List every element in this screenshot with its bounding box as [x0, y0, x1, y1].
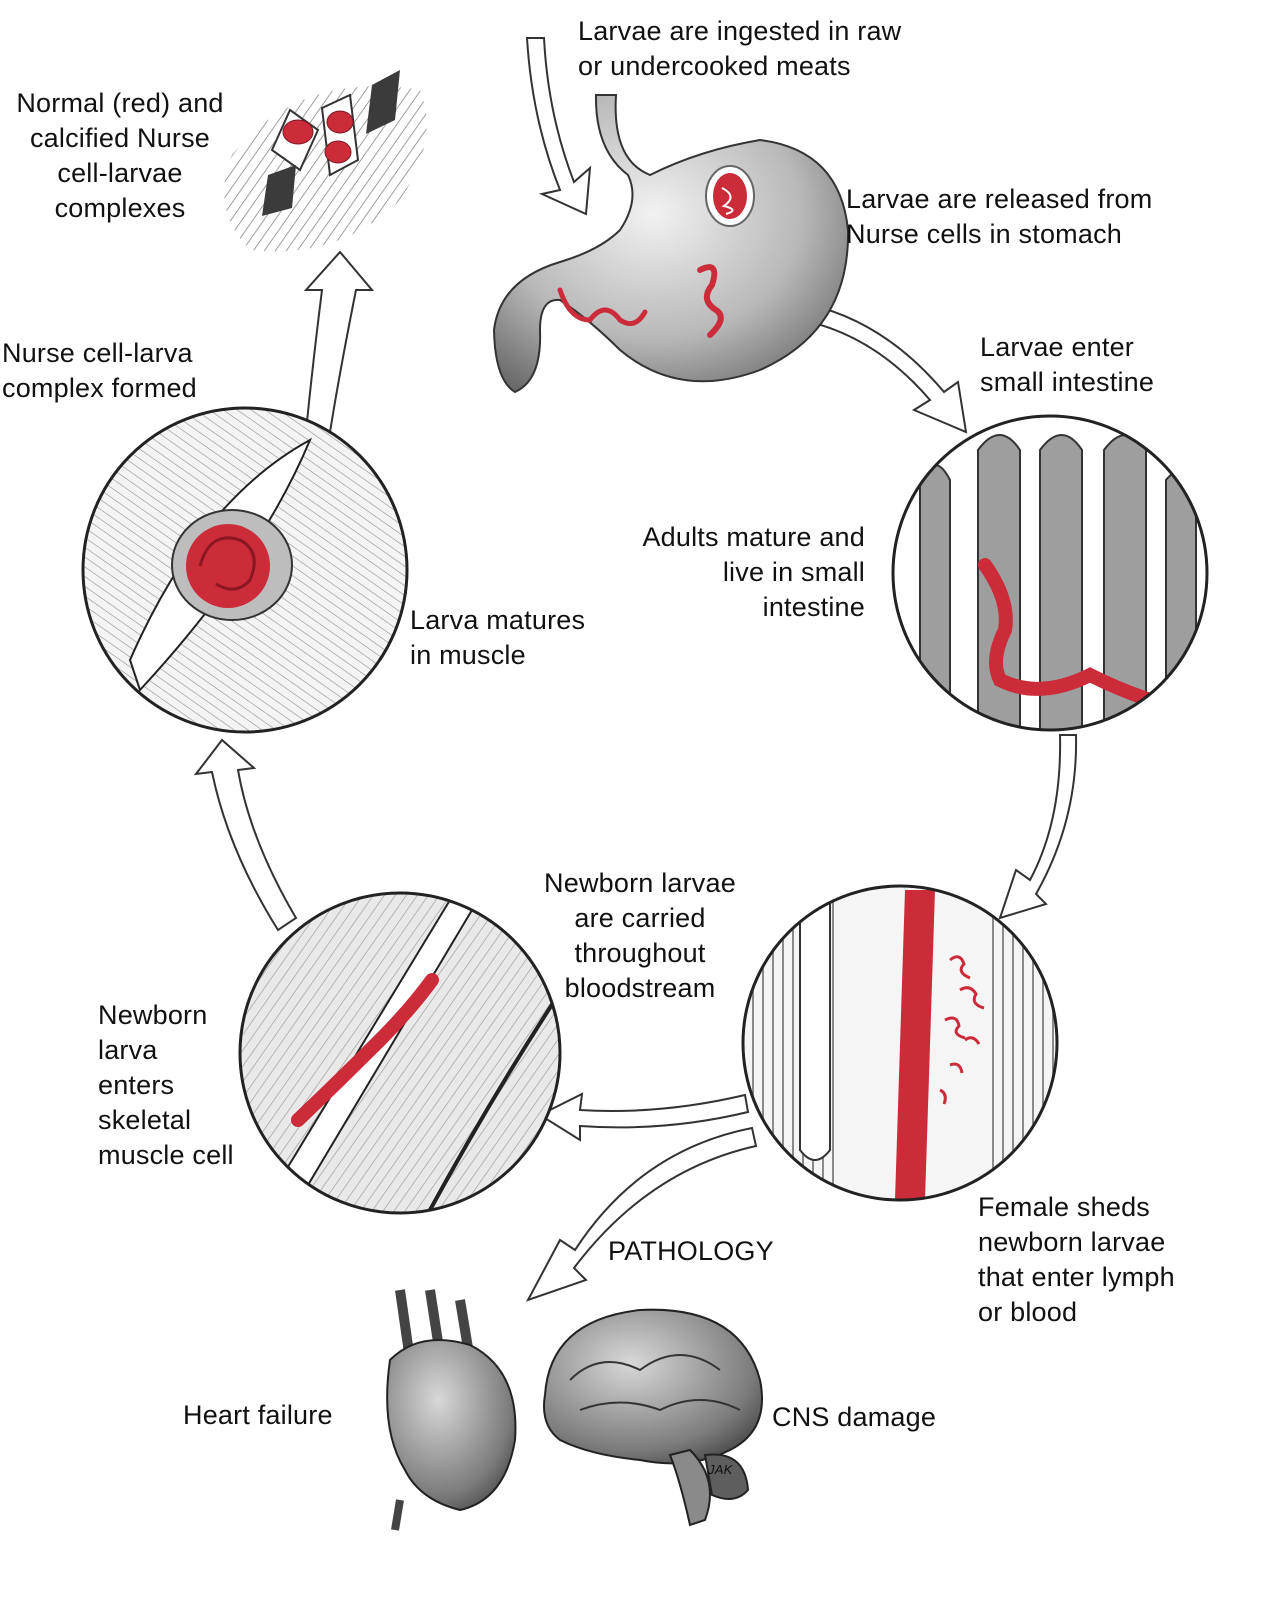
brain-illustration: [543, 1308, 763, 1527]
label-complex-formed: Nurse cell-larva complex formed: [2, 338, 197, 403]
arrow-intestine-to-female: [998, 734, 1078, 920]
label-female-sheds: Female sheds newborn larvae that enter l…: [978, 1192, 1175, 1327]
label-ingestion: Larvae are ingested in raw or undercooke…: [578, 16, 902, 81]
arrow-female-to-muscle: [537, 1092, 750, 1142]
cycle-arrows: [193, 37, 1078, 1302]
circle-small-intestine: [893, 416, 1207, 730]
label-enters-muscle: Newborn larva enters skeletal muscle cel…: [98, 1000, 234, 1170]
circle-female-sheds: [743, 886, 1057, 1200]
label-pathology: PATHOLOGY: [608, 1236, 774, 1266]
artist-signature: JAK: [708, 1462, 733, 1477]
label-matures-muscle: Larva matures in muscle: [410, 605, 586, 670]
ingestion-arrow: [525, 37, 592, 216]
circle-enters-muscle: [240, 893, 560, 1213]
label-heart-failure: Heart failure: [183, 1400, 333, 1430]
label-calcified: Normal (red) and calcified Nurse cell-la…: [16, 88, 224, 223]
circle-larva-matures: [83, 408, 407, 732]
arrow-mature-to-calcified: [303, 250, 375, 433]
heart-illustration: [386, 1289, 517, 1531]
arrow-to-pathology: [525, 1126, 758, 1302]
label-cns-damage: CNS damage: [772, 1402, 937, 1432]
label-released: Larvae are released from Nurse cells in …: [846, 184, 1153, 249]
stomach-illustration: [492, 94, 850, 394]
label-enter-intestine: Larvae enter small intestine: [980, 332, 1155, 397]
label-carried-bloodstream: Newborn larvae are carried throughout bl…: [544, 868, 736, 1003]
label-adults-mature: Adults mature and live in small intestin…: [642, 522, 865, 622]
arrow-muscle-to-mature: [193, 738, 298, 932]
calcified-complexes-illustration: [224, 70, 427, 252]
